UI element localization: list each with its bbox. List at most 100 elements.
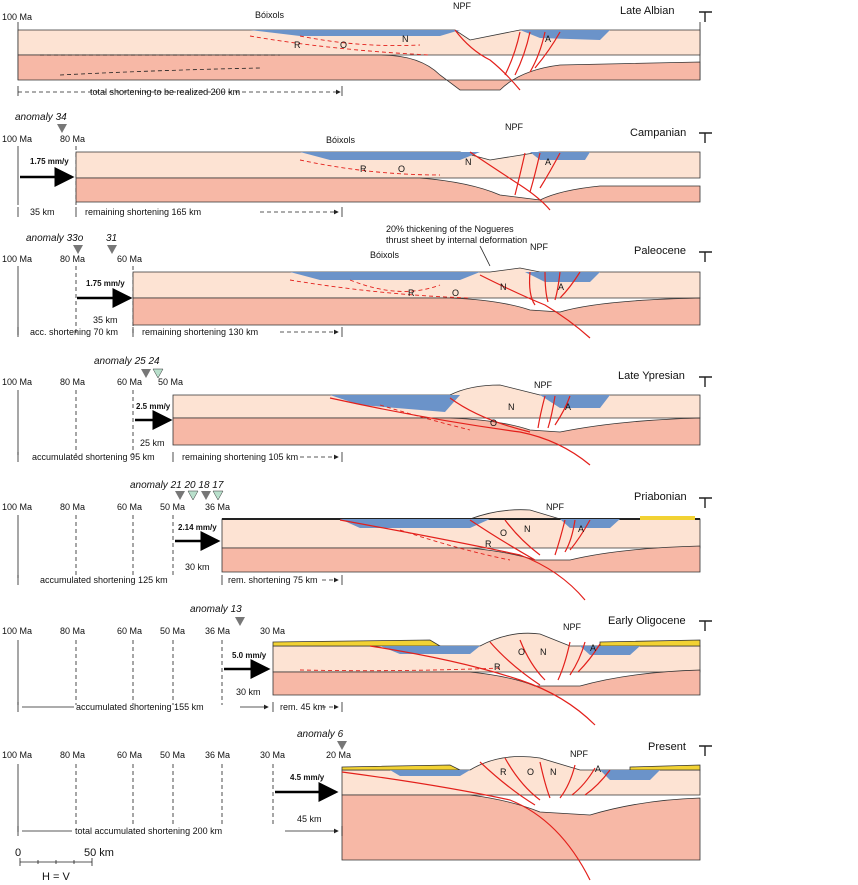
age-label: 100 Ma (2, 750, 32, 760)
anomaly-label: anomaly 25 24 (94, 356, 160, 367)
unit-r-label: R (408, 288, 415, 298)
npf-label: NPF (570, 749, 589, 759)
anomaly-marker-icon (107, 245, 117, 254)
anomaly-label: anomaly 6 (297, 729, 344, 740)
age-label: 60 Ma (117, 626, 142, 636)
panel-campanian: anomaly 34 100 Ma 80 Ma 1.75 mm/y Bóixol… (2, 112, 701, 217)
age-label: 50 Ma (160, 502, 185, 512)
npf-label: NPF (530, 242, 549, 252)
remaining-label: remaining shortening 105 km (182, 452, 298, 462)
unit-o-label: O (500, 528, 507, 538)
anomaly-marker-icon (152, 368, 164, 379)
age-label: 50 Ma (160, 626, 185, 636)
unit-n-label: N (465, 157, 472, 167)
age-label: 20 Ma (326, 750, 351, 760)
age-label: 80 Ma (60, 134, 85, 144)
npf-label: NPF (505, 122, 524, 132)
scale-bar: 0 50 km H = V (15, 847, 114, 883)
age-label: 80 Ma (60, 377, 85, 387)
remaining-label: remaining shortening 130 km (142, 327, 258, 337)
anomaly-marker-icon (201, 491, 211, 500)
stage-title: Paleocene (634, 245, 686, 257)
rate-label: 4.5 mm/y (290, 773, 325, 782)
stage-title: Campanian (630, 127, 686, 139)
age-label: 100 Ma (2, 254, 32, 264)
stage-title: Priabonian (634, 491, 687, 503)
stage-title: Late Albian (620, 5, 674, 17)
panel-present: anomaly 6 100 Ma 80 Ma 60 Ma 50 Ma 36 Ma… (2, 729, 701, 881)
unit-a-label: A (558, 282, 564, 292)
boixols-label: Bóixols (370, 250, 400, 260)
hammer-icon (699, 251, 712, 262)
unit-r-label: R (494, 662, 501, 672)
anomaly-label: anomaly 34 (15, 112, 67, 123)
remaining-label: rem. shortening 75 km (228, 575, 318, 585)
npf-label: NPF (563, 622, 582, 632)
age-label: 80 Ma (60, 750, 85, 760)
age-label: 100 Ma (2, 12, 32, 22)
unit-n-label: N (508, 402, 515, 412)
npf-label: NPF (534, 380, 553, 390)
note-line-2: thrust sheet by internal deformation (386, 235, 527, 245)
unit-n-label: N (500, 282, 507, 292)
age-label: 100 Ma (2, 502, 32, 512)
orientation-symbols (699, 11, 712, 756)
unit-o-label: O (527, 767, 534, 777)
unit-a-label: A (578, 524, 584, 534)
unit-a-label: A (590, 643, 596, 653)
anomaly-marker-icon (235, 617, 245, 626)
hammer-icon (699, 497, 712, 508)
unit-a-label: A (565, 402, 571, 412)
accumulated-label: 35 km (30, 207, 55, 217)
age-label: 80 Ma (60, 626, 85, 636)
unit-o-label: O (518, 647, 525, 657)
remaining-label: remaining shortening 165 km (85, 207, 201, 217)
distance-label: 30 km (185, 562, 210, 572)
age-label: 36 Ma (205, 502, 230, 512)
accumulated-label: acc. shortening 70 km (30, 327, 118, 337)
hammer-icon (699, 132, 712, 143)
rate-label: 5.0 mm/y (232, 651, 267, 660)
anomaly-marker-icon (141, 369, 151, 378)
remaining-label: rem. 45 km (280, 702, 325, 712)
npf-label: NPF (546, 502, 565, 512)
unit-a-label: A (545, 34, 551, 44)
rate-label: 1.75 mm/y (30, 157, 69, 166)
hammer-icon (699, 620, 712, 631)
anomaly-marker-icon (212, 490, 224, 501)
unit-o-label: O (490, 418, 497, 428)
anomaly-marker-icon (187, 490, 199, 501)
age-label: 60 Ma (117, 750, 142, 760)
hammer-icon (699, 11, 712, 22)
age-label: 80 Ma (60, 502, 85, 512)
age-label: 100 Ma (2, 626, 32, 636)
stage-title: Late Ypresian (618, 370, 685, 382)
unit-n-label: N (540, 647, 547, 657)
stage-title: Early Oligocene (608, 615, 686, 627)
accumulated-label: accumulated shortening 95 km (32, 452, 155, 462)
anomaly-label: anomaly 33o (26, 233, 84, 244)
distance-label: 45 km (297, 814, 322, 824)
stage-title: Present (648, 741, 686, 753)
accumulated-label: accumulated shortening 125 km (40, 575, 168, 585)
scale-ratio: H = V (42, 871, 70, 883)
unit-o-label: O (452, 288, 459, 298)
hammer-icon (699, 376, 712, 387)
panel-late-ypresian: anomaly 25 24 100 Ma 80 Ma 60 Ma 50 Ma 2… (2, 356, 701, 466)
unit-a-label: A (595, 764, 601, 774)
anomaly-marker-icon (337, 741, 347, 750)
note-line-1: 20% thickening of the Nogueres (386, 224, 514, 234)
age-label: 100 Ma (2, 134, 32, 144)
anomaly-label: anomaly 21 20 18 17 (130, 480, 224, 491)
rate-label: 2.5 mm/y (136, 402, 171, 411)
scale-length: 50 km (84, 847, 114, 859)
unit-r-label: R (294, 40, 301, 50)
unit-r-label: R (360, 164, 367, 174)
boixols-label: Bóixols (326, 135, 356, 145)
unit-n-label: N (524, 524, 531, 534)
age-label: 60 Ma (117, 254, 142, 264)
distance-label: 30 km (236, 687, 261, 697)
unit-r-label: R (500, 767, 507, 777)
boixols-label: Bóixols (255, 10, 285, 20)
